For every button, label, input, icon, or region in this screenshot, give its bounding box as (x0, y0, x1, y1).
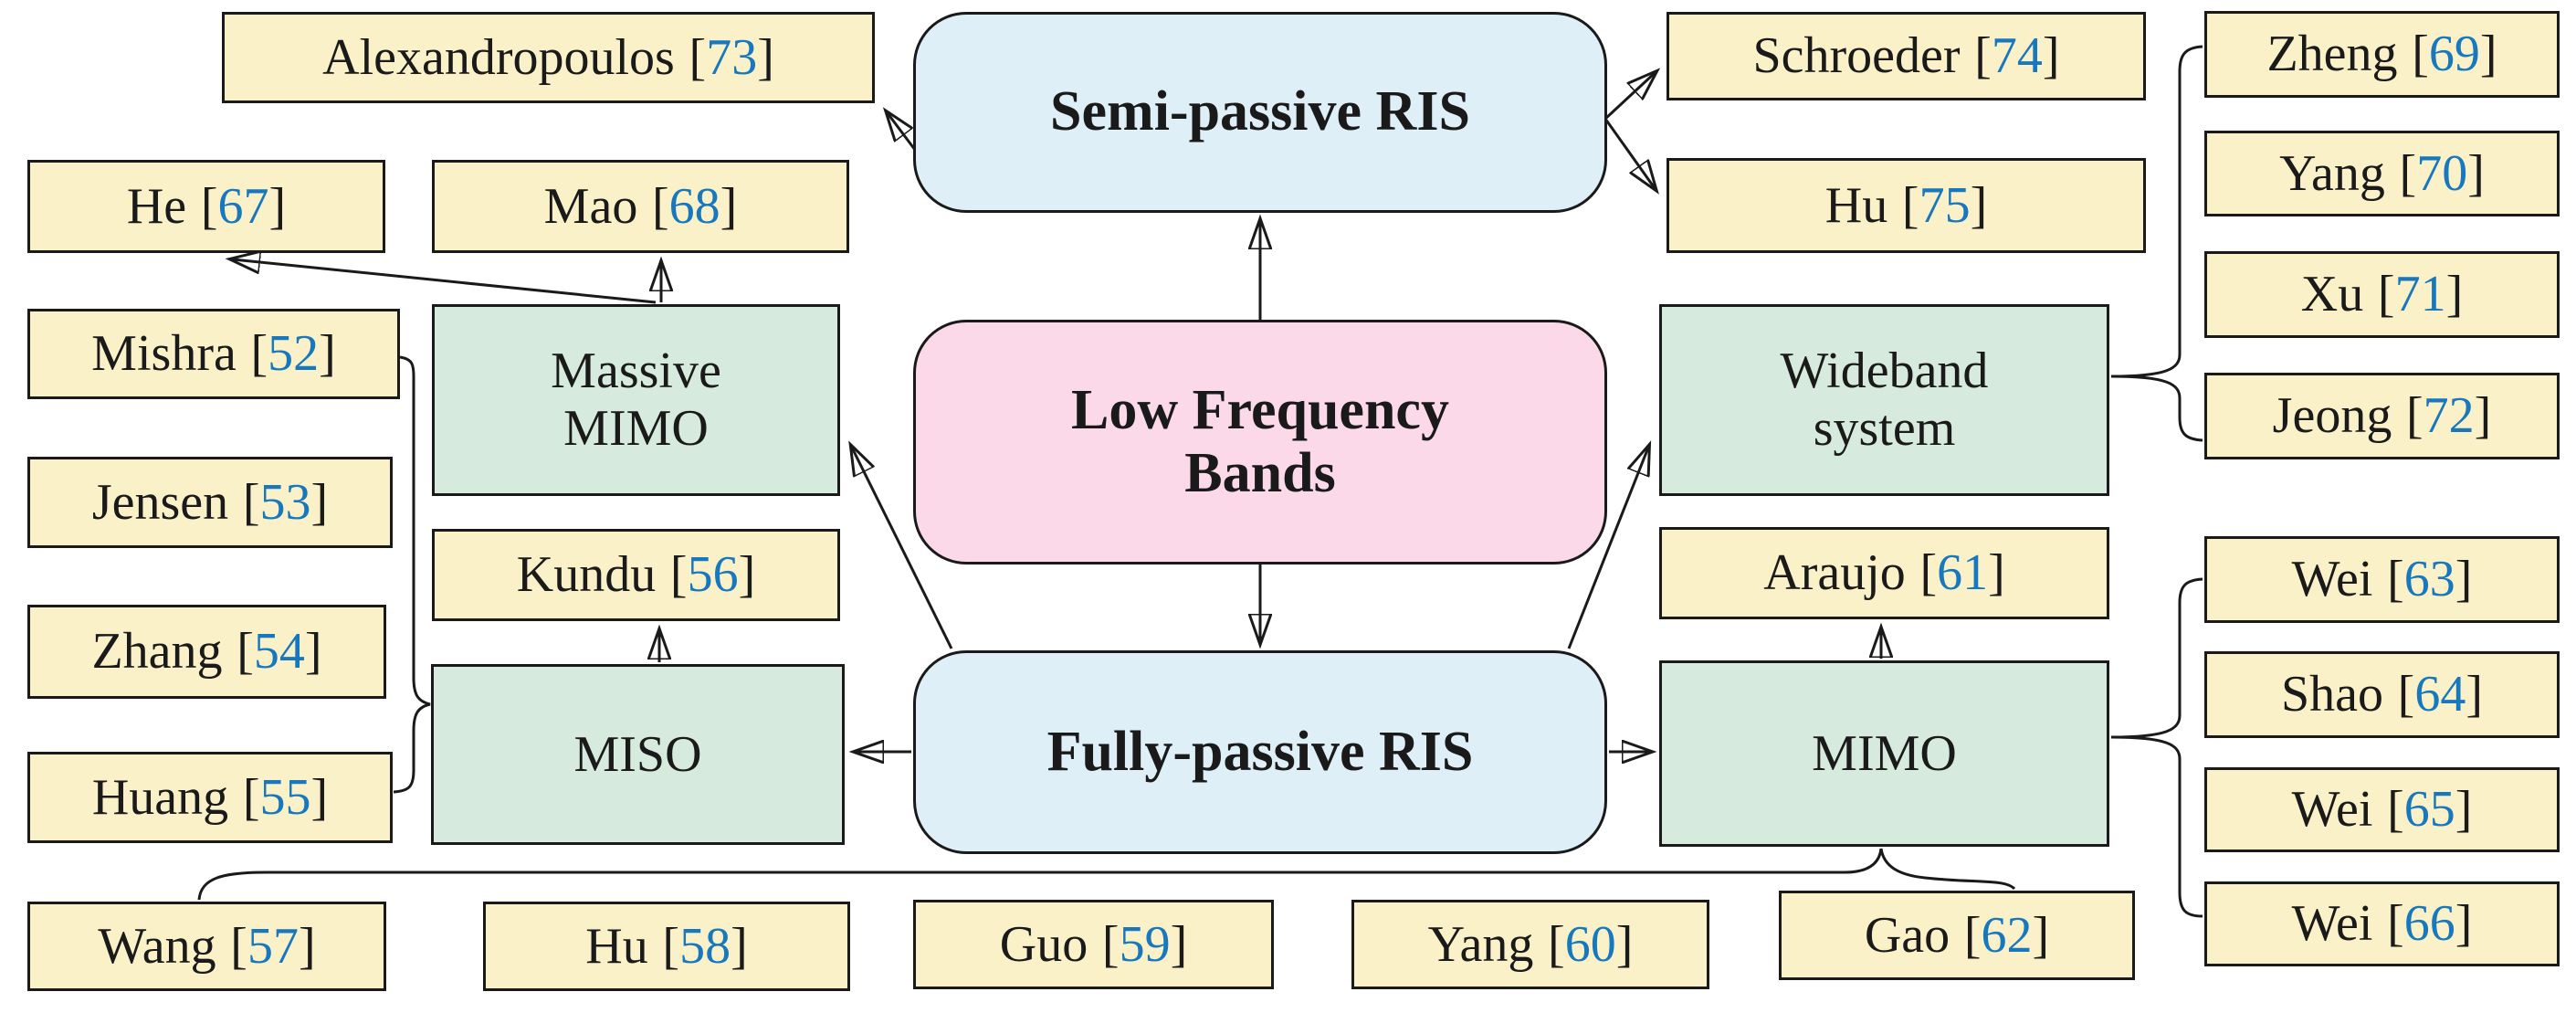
ref-label: Huang[55] (91, 768, 329, 826)
node-label: Fully-passive RIS (1046, 720, 1474, 783)
bracket-mimo-to-wei-column-lower (2110, 735, 2203, 918)
node-ref-guo-59: Guo[59] (913, 900, 1274, 989)
node-ref-yang-70: Yang[70] (2204, 131, 2560, 216)
node-ref-wei-66: Wei[66] (2204, 881, 2560, 966)
node-label: Semi-passive RIS (1050, 80, 1470, 143)
node-ref-wei-63: Wei[63] (2204, 536, 2560, 623)
node-label: MISO (573, 725, 702, 783)
ref-label: Yang[70] (2279, 144, 2485, 202)
ref-label: Gao[62] (1864, 906, 2050, 964)
node-ref-wang-57: Wang[57] (27, 902, 386, 991)
node-label: MIMO (1812, 724, 1957, 782)
node-wideband-system: Wideband system (1659, 304, 2109, 496)
node-ref-jeong-72: Jeong[72] (2204, 373, 2560, 459)
node-ref-kundu-56: Kundu[56] (432, 529, 840, 621)
ref-label: Wei[63] (2291, 551, 2473, 608)
node-ref-mao-68: Mao[68] (432, 160, 849, 253)
node-ref-yang-60: Yang[60] (1351, 900, 1709, 989)
bracket-wideband-to-zheng-jeong-lower (2110, 375, 2203, 442)
ref-label: Xu[71] (2300, 266, 2464, 323)
node-miso: MISO (431, 664, 845, 845)
node-label: Wideband system (1780, 343, 1989, 457)
node-ref-jensen-53: Jensen[53] (27, 457, 393, 548)
node-ref-he-67: He[67] (27, 160, 385, 253)
ref-label: He[67] (126, 177, 287, 235)
node-ref-alexandropoulos-73: Alexandropoulos[73] (222, 12, 875, 103)
ref-label: Hu[58] (585, 917, 748, 975)
ref-label: Jeong[72] (2272, 387, 2492, 445)
node-semi-passive-ris: Semi-passive RIS (913, 12, 1607, 213)
node-ref-araujo-61: Araujo[61] (1659, 527, 2109, 619)
ref-label: Mao[68] (543, 177, 738, 235)
wire-mimo-fork-to-wang (197, 848, 1883, 901)
node-ref-schroeder-74: Schroeder[74] (1667, 12, 2146, 100)
node-label: Massive MIMO (551, 343, 721, 457)
ref-label: Wang[57] (98, 917, 316, 975)
wire-mimo-fork-to-gao (1879, 848, 2016, 891)
ref-label: Araujo[61] (1763, 544, 2005, 602)
ref-label: Guo[59] (999, 915, 1188, 973)
arrow-semi-to-schroeder (1603, 73, 1655, 121)
bracket-left-column-to-miso (393, 355, 431, 794)
ref-label: Zheng[69] (2266, 26, 2497, 83)
node-fully-passive-ris: Fully-passive RIS (913, 650, 1607, 854)
ref-label: Mishra[52] (91, 325, 336, 383)
node-label: Low Frequency Bands (1071, 378, 1449, 504)
node-ref-zhang-54: Zhang[54] (27, 605, 386, 699)
node-ref-wei-65: Wei[65] (2204, 767, 2560, 852)
ref-label: Wei[66] (2291, 895, 2473, 953)
ref-label: Jensen[53] (91, 473, 329, 531)
ref-label: Yang[60] (1427, 915, 1634, 973)
node-ref-hu-58: Hu[58] (483, 902, 850, 991)
ref-label: Hu[75] (1824, 176, 1988, 234)
arrow-massive-mimo-to-he (233, 259, 657, 304)
node-massive-mimo: Massive MIMO (432, 304, 840, 496)
arrow-semi-to-alexandropoulos (888, 113, 917, 151)
node-ref-xu-71: Xu[71] (2204, 251, 2560, 338)
node-low-frequency-bands: Low Frequency Bands (913, 320, 1607, 565)
bracket-mimo-to-wei-column-upper (2110, 577, 2203, 739)
ref-label: Schroeder[74] (1752, 27, 2060, 85)
ref-label: Kundu[56] (516, 546, 756, 604)
ref-label: Alexandropoulos[73] (322, 28, 774, 86)
node-ref-gao-62: Gao[62] (1779, 891, 2135, 980)
node-mimo: MIMO (1659, 660, 2109, 847)
node-ref-shao-64: Shao[64] (2204, 651, 2560, 738)
ref-label: Zhang[54] (91, 623, 322, 681)
node-ref-zheng-69: Zheng[69] (2204, 11, 2560, 98)
node-ref-hu-75: Hu[75] (1667, 158, 2146, 253)
node-ref-mishra-52: Mishra[52] (27, 309, 400, 399)
node-ref-huang-55: Huang[55] (27, 752, 393, 843)
ref-label: Shao[64] (2281, 666, 2483, 723)
ref-label: Wei[65] (2291, 781, 2473, 839)
arrow-semi-to-hu75 (1603, 118, 1655, 188)
